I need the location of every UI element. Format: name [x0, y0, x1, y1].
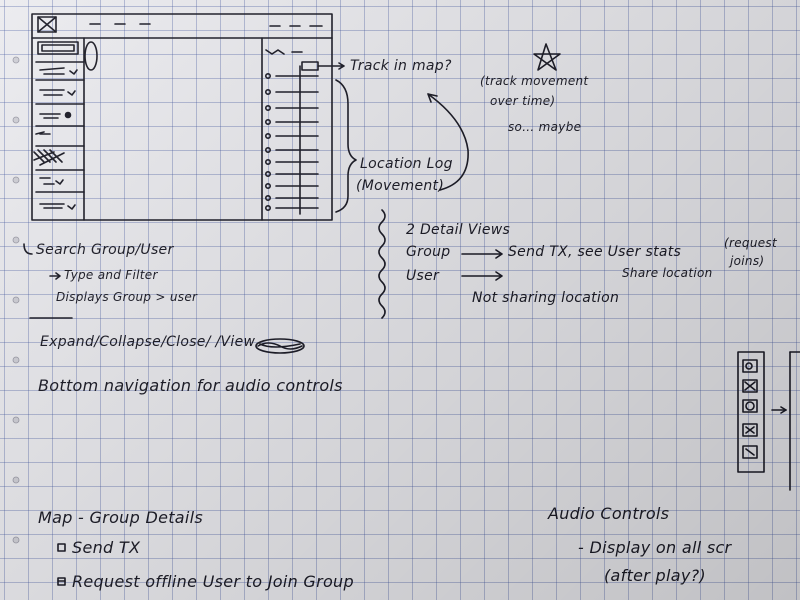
note-displays-group-user: Displays Group > user [56, 290, 198, 304]
note-user: User [406, 268, 440, 284]
note-group: Group [406, 244, 451, 260]
note-not-sharing: Not sharing location [472, 290, 620, 306]
title-bar [37, 16, 323, 33]
location-log-panel [261, 37, 319, 221]
note-send-tx: Send TX, see User stats [508, 244, 682, 260]
binder-holes [12, 56, 20, 544]
note-share-location: Share location [622, 266, 713, 280]
note-over-time: over time) [490, 94, 556, 108]
note-movement: (Movement) [356, 178, 445, 194]
pointer-line [317, 62, 345, 70]
note-after-play: (after play?) [604, 566, 706, 585]
sidebar-list [33, 37, 98, 221]
note-display-on-all: - Display on all scr [578, 538, 732, 557]
scribble-mark [255, 338, 305, 354]
note-track-movement: (track movement [480, 74, 589, 88]
arrow-group [461, 249, 503, 259]
note-request-offline: Request offline User to Join Group [72, 572, 354, 591]
note-bottom-navigation: Bottom navigation for audio controls [38, 376, 343, 395]
type-filter-arrow [49, 272, 61, 280]
note-detail-views: 2 Detail Views [406, 222, 511, 238]
note-type-and-filter: Type and Filter [64, 268, 158, 282]
search-bullet-hook [23, 243, 33, 255]
note-request: (request [724, 236, 777, 250]
note-map-group-details: Map - Group Details [38, 508, 204, 527]
note-location-log: Location Log [360, 156, 453, 172]
app-frame [31, 13, 333, 221]
note-joins: joins) [730, 254, 765, 268]
note-send-tx-item: Send TX [72, 538, 141, 557]
arrow-user [461, 271, 503, 281]
note-so-maybe: so... maybe [508, 120, 582, 134]
note-search-group-user: Search Group/User [36, 242, 174, 258]
search-icon [742, 359, 758, 373]
note-audio-controls: Audio Controls [548, 504, 670, 523]
squiggle-brace [378, 209, 386, 319]
star-icon [533, 43, 561, 71]
note-expand-collapse: Expand/Collapse/Close/ /View [40, 334, 256, 350]
brace-location-log [335, 79, 357, 213]
mini-sidebar-sketch [737, 351, 800, 491]
curved-arrow [427, 93, 469, 191]
checkbox-icon [57, 543, 66, 552]
note-track-in-map: Track in map? [350, 58, 452, 74]
